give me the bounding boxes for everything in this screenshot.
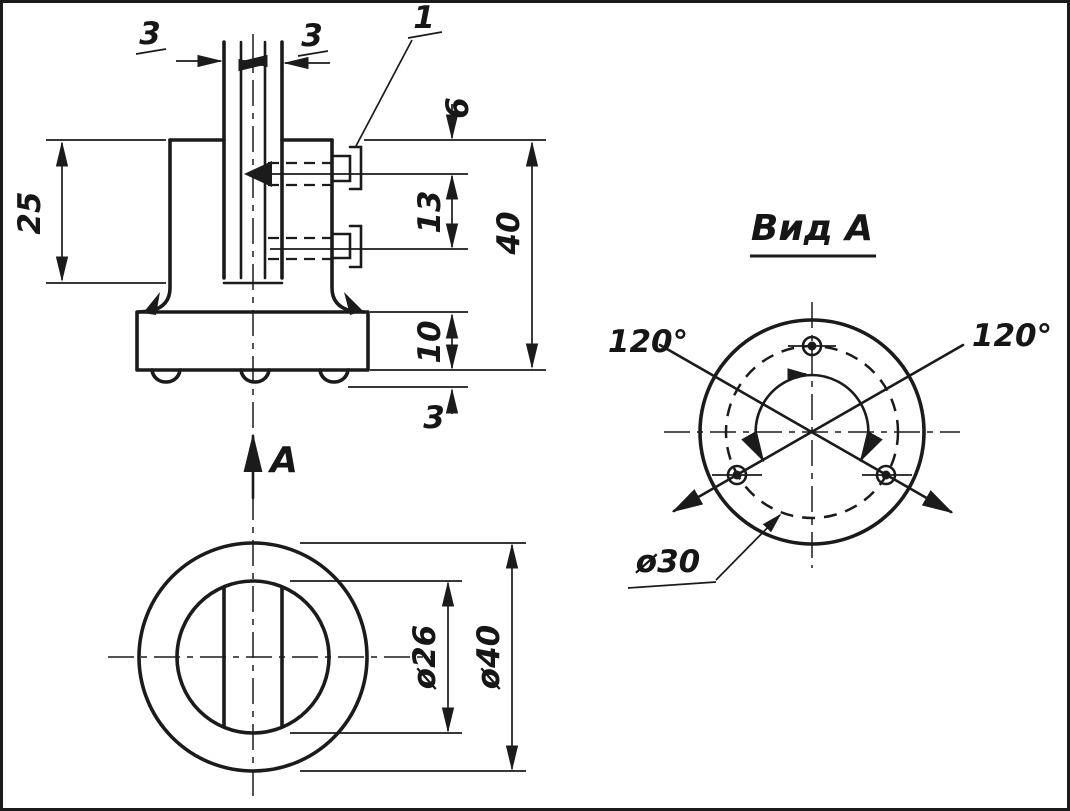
callout-1-underline [407,31,443,39]
dim-10-label: 10 [412,320,448,363]
tube-bore-walls [239,40,267,280]
angle-line-right [671,343,965,513]
right-extension-lines [270,139,546,388]
callout-1-label: 1 [413,0,435,36]
front-view-dimensions: 3 3 1 25 6 13 40 10 3 [12,0,546,500]
hole-lower-left [712,464,762,486]
foot-middle [239,368,271,384]
bottom-view: ø26 ø40 [108,541,526,773]
hole-axis-arrow-icon [244,161,272,187]
lug-upper [330,145,363,191]
dim-3-left-label: 3 [139,16,161,52]
hole-top [788,335,836,357]
view-a-arrow-label: A [267,440,298,481]
dim-25-extension-lines [46,139,166,284]
dim-3-left-tick [135,48,167,55]
tube-outer-walls [222,40,284,280]
outer-circle [137,541,369,773]
dim-40-label: 40 [491,211,527,255]
dim-25-label: 25 [12,191,48,234]
callout-1-leader [355,39,413,147]
view-a: Вид А 120° 120° [608,208,1052,589]
flange-outline [135,310,370,372]
hole-lower-right [862,464,912,486]
left-fillet-arrow-icon [143,292,160,315]
dim-3-right-tick [297,50,329,57]
angle-120-left-label: 120° [608,324,688,360]
dia-30-underline [627,581,717,589]
angle-line-left [658,343,954,514]
dia-30-label: ø30 [635,544,700,580]
dim-13-label: 13 [412,190,448,233]
foot-right [318,368,350,384]
dim-6-label: 6 [440,97,476,119]
dia-30-leader [715,513,782,581]
hidden-hole-lines [268,161,332,261]
angle-120-right-label: 120° [972,318,1052,354]
dia-40-extension-lines [300,542,526,772]
right-fillet-arrow-icon [344,292,363,315]
dia-26-extension-lines [290,580,462,734]
front-view [135,34,370,798]
body-left-edge [136,138,172,314]
dim-3-right-label: 3 [301,18,323,54]
lug-lower [330,224,363,269]
view-a-title: Вид А [751,208,873,249]
dim-3-bottom-label: 3 [423,400,445,436]
foot-left [150,368,182,384]
dia-26-label: ø26 [407,625,443,690]
arc-arrow-right [810,373,883,463]
dia-40-label: ø40 [471,625,507,690]
